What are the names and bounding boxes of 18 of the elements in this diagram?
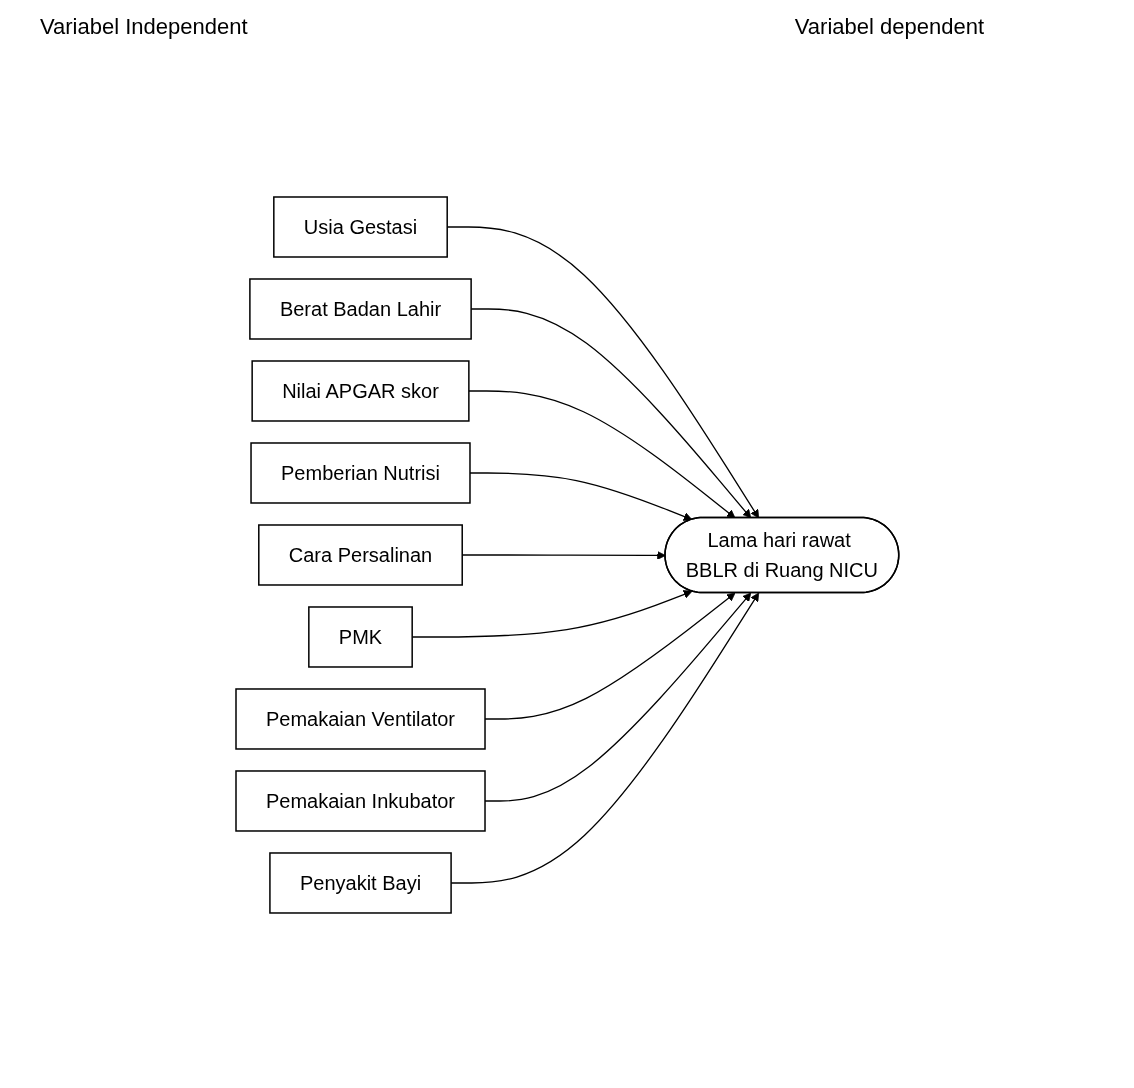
node-box: Cara Persalinan [257, 524, 463, 586]
node-box: Penyakit Bayi [268, 852, 452, 914]
arrow [461, 551, 666, 560]
arrow [411, 590, 692, 638]
arrow [470, 308, 751, 519]
node-box: Berat Badan Lahir [248, 278, 472, 340]
arrow [484, 592, 736, 720]
arrow [446, 226, 759, 519]
column-heading: Variabel Independent [40, 14, 248, 40]
arrow [450, 592, 759, 884]
node-box: Nilai APGAR skor [251, 360, 470, 422]
node-box: Usia Gestasi [272, 196, 448, 258]
node-box: Pemakaian Inkubator [234, 770, 486, 832]
node-box: PMK [307, 606, 413, 668]
arrow [484, 592, 751, 802]
node-box: Pemberian Nutrisi [249, 442, 471, 504]
column-heading: Variabel dependent [794, 14, 984, 40]
node-box: Pemakaian Ventilator [234, 688, 486, 750]
